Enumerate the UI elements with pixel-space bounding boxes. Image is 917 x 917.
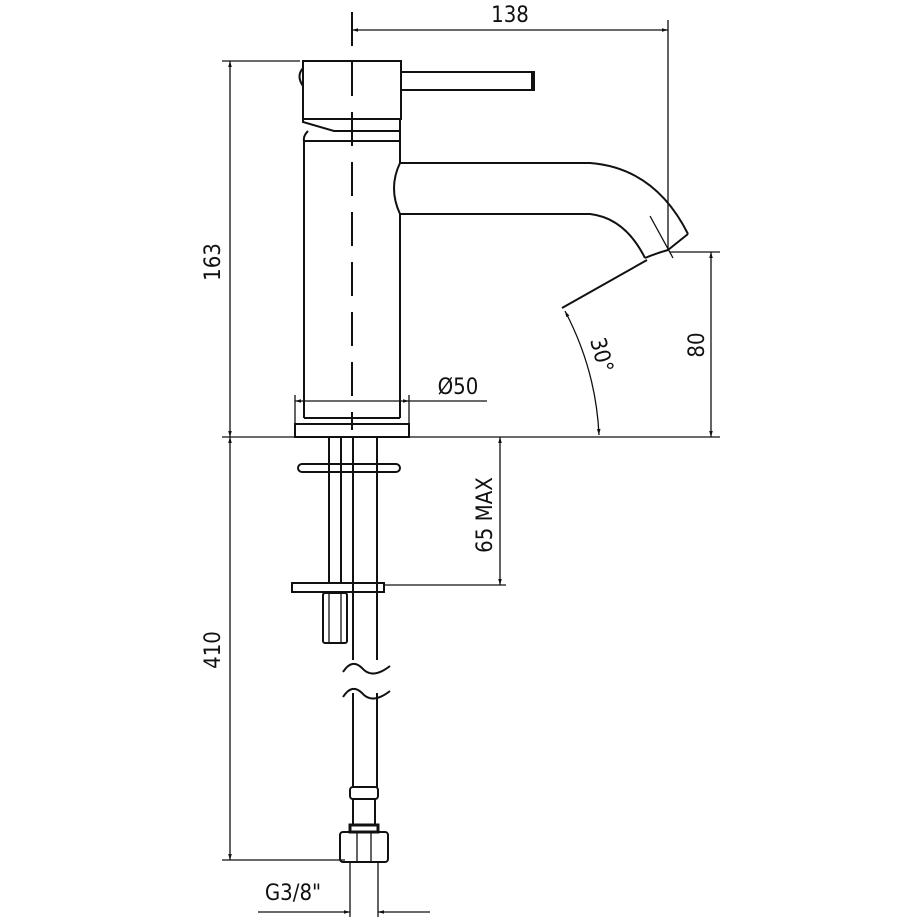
flexible-hose [339, 437, 391, 863]
faucet-body [294, 130, 410, 438]
angle-dimension: 30° [561, 259, 648, 436]
deck-thickness-dimension: 65 MAX [384, 437, 506, 586]
angle-label: 30° [584, 335, 617, 375]
height-label: 163 [201, 243, 226, 281]
thread-dimension: G3/8" [258, 862, 430, 917]
projection-label: 138 [491, 3, 529, 28]
hose-length-dimension: 410 [201, 437, 345, 861]
diameter-dimension: Ø50 [294, 375, 487, 424]
mounting-kit [291, 437, 401, 644]
spout-height-label: 80 [685, 332, 710, 357]
break-symbol [342, 662, 391, 675]
thread-label: G3/8" [265, 881, 321, 906]
handle [298, 60, 535, 132]
height-dimension: 163 [201, 60, 300, 437]
spout-height-dimension: 80 [670, 251, 720, 437]
diameter-label: Ø50 [438, 375, 479, 400]
break-symbol [342, 687, 391, 700]
hose-length-label: 410 [201, 631, 226, 669]
projection-dimension: 138 [352, 3, 669, 250]
spout [393, 162, 689, 259]
deck-thickness-label: 65 MAX [473, 477, 498, 553]
